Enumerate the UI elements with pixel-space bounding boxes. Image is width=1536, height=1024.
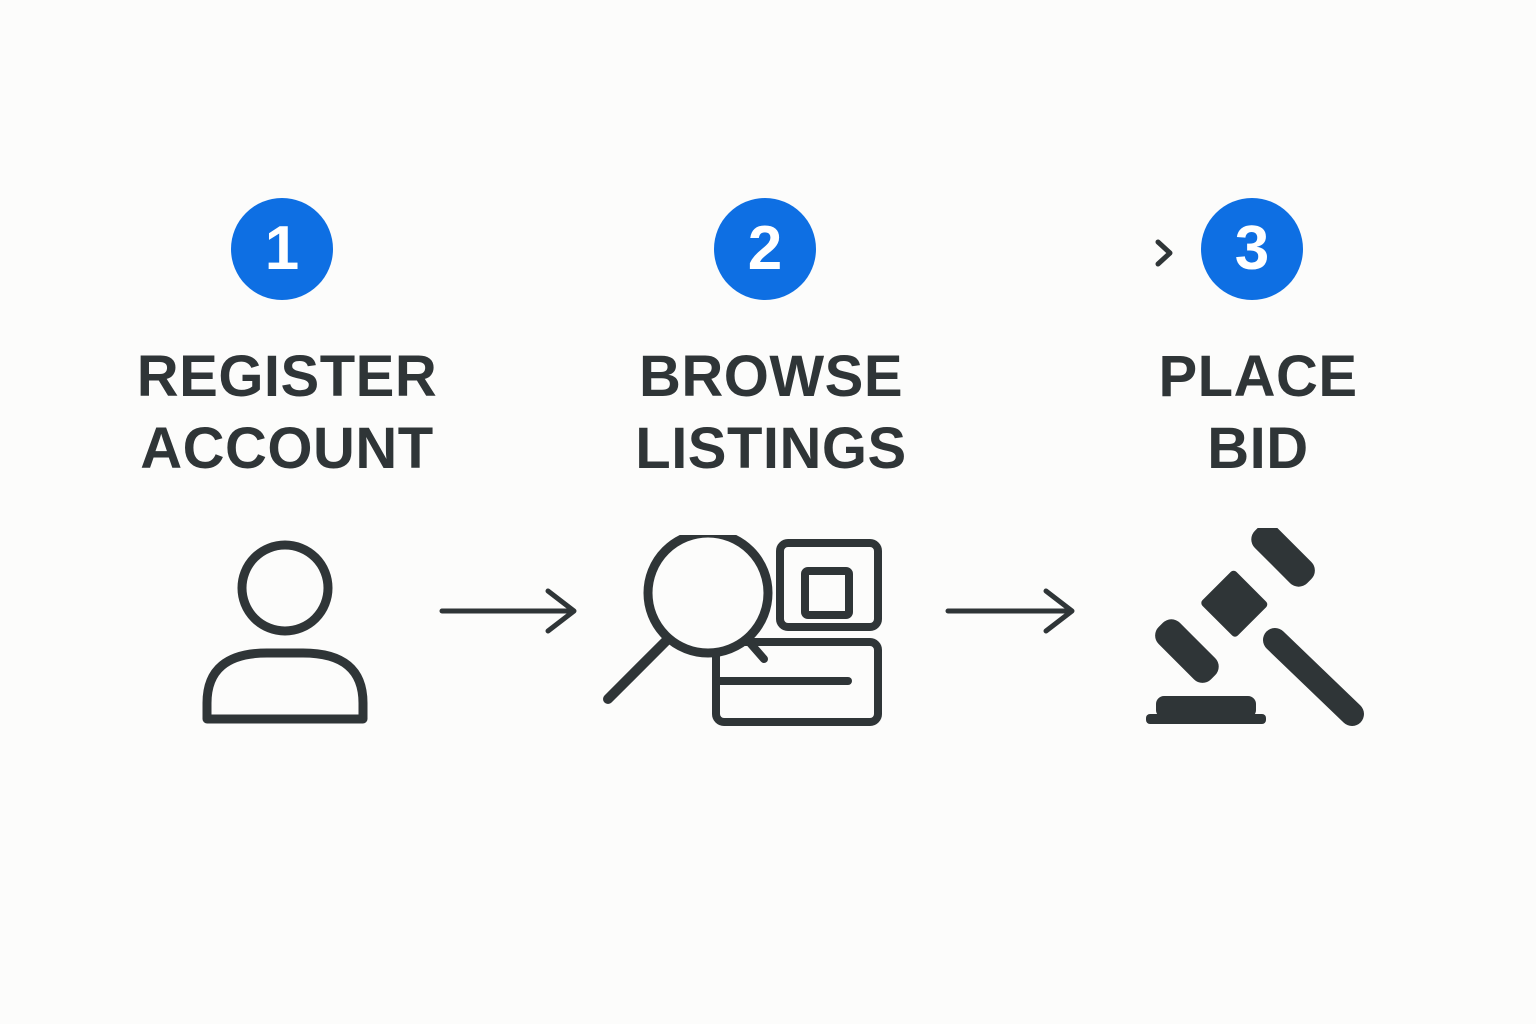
arrow-right-icon (436, 583, 582, 639)
step-1-title-line-2: ACCOUNT (140, 416, 434, 481)
gavel-icon (1140, 528, 1370, 730)
step-1-title: REGISTER ACCOUNT (77, 341, 497, 485)
arrow-right-icon (942, 583, 1082, 639)
step-2-badge: 2 (714, 198, 816, 300)
step-1-badge: 1 (231, 198, 333, 300)
step-3-title-line-2: BID (1207, 416, 1309, 481)
step-3-title: PLACE BID (1048, 341, 1468, 485)
search-listings-icon (598, 535, 888, 730)
step-1-title-line-1: REGISTER (136, 344, 438, 409)
step-2-title-line-1: BROWSE (639, 344, 903, 409)
step-3-badge: 3 (1201, 198, 1303, 300)
chevron-right-icon (1152, 238, 1178, 268)
user-icon (195, 535, 375, 730)
step-2-title: BROWSE LISTINGS (561, 341, 981, 485)
step-3-title-line-1: PLACE (1158, 344, 1358, 409)
step-2-title-line-2: LISTINGS (635, 416, 907, 481)
